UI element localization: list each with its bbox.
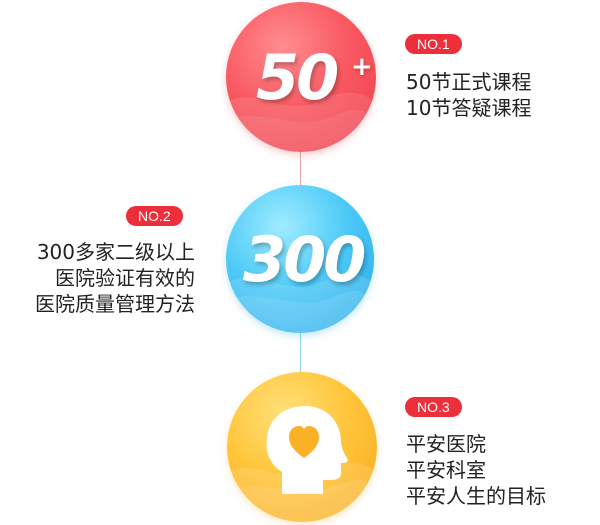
circle-yellow	[227, 372, 377, 522]
description-line: 平安科室	[406, 458, 486, 482]
stat-number: 50	[256, 41, 339, 114]
description-line: 平安人生的目标	[406, 484, 546, 508]
circle-blue: 300	[226, 185, 374, 333]
description-line: 300多家二级以上	[36, 240, 195, 264]
circle-red: 50 +	[226, 2, 376, 152]
head-heart-icon	[227, 406, 377, 522]
description-3: 平安医院 平安科室 平安人生的目标	[406, 431, 546, 509]
description-line: 医院质量管理方法	[35, 292, 195, 316]
description-2: 300多家二级以上 医院验证有效的 医院质量管理方法	[35, 239, 195, 317]
badge-no1: NO.1	[405, 34, 462, 54]
plus-sign: +	[351, 52, 373, 82]
connector-line	[300, 330, 301, 375]
wave-decoration	[226, 92, 376, 152]
description-1: 50节正式课程 10节答疑课程	[406, 69, 531, 121]
connector-line	[300, 150, 301, 190]
description-line: 10节答疑课程	[406, 96, 532, 120]
badge-no3: NO.3	[405, 397, 462, 417]
description-line: 50节正式课程	[406, 70, 532, 94]
stat-number: 300	[243, 223, 366, 296]
wave-decoration	[226, 274, 374, 333]
description-line: 医院验证有效的	[55, 266, 195, 290]
badge-no2: NO.2	[126, 206, 183, 226]
description-line: 平安医院	[406, 432, 486, 456]
